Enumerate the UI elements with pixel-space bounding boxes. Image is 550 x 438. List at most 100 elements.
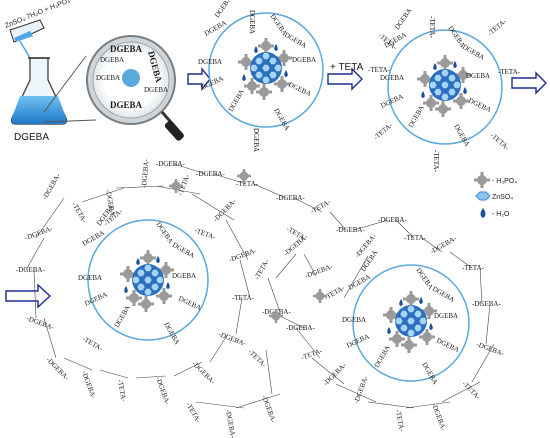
znso4-hexagon-icon <box>131 276 141 284</box>
magnifier-label-5: DGEBA <box>144 86 168 94</box>
network-right-dgeba-label: DGEBA <box>373 344 392 369</box>
h3po4-gear-icon <box>156 288 172 304</box>
stage3-dgeba-label: DGEBA <box>407 104 426 129</box>
stage2-dgeba-label: DGEBA <box>213 0 233 19</box>
h3po4-gear-icon <box>417 71 433 87</box>
znso4-hexagon-icon <box>261 64 271 72</box>
network-dgeba-label: -DGEBA- <box>276 194 305 202</box>
network-dgeba-label: -DGEBA- <box>322 361 348 387</box>
network-left-dgeba-label: DGEBA <box>113 304 132 329</box>
network-dgeba-label: -DGEBA- <box>41 172 63 201</box>
znso4-hexagon-icon <box>143 276 153 284</box>
arrow-2 <box>327 67 363 91</box>
network-teta-label: -TETA- <box>300 347 324 362</box>
znso4-hexagon-icon <box>440 69 450 77</box>
network-dgeba-label: -DGEBA- <box>196 170 225 178</box>
h3po4-gear-icon <box>238 54 254 70</box>
water-drop-icon <box>156 256 160 263</box>
legend-water-label: - H₂O <box>492 211 510 218</box>
stage2-dgeba-label: DGEBA <box>198 58 222 66</box>
stage3-teta-label: -TETA- <box>489 131 511 152</box>
stage2-dgeba-label: DGEBA <box>203 19 228 38</box>
stage2-cluster <box>238 38 292 100</box>
znso4-hexagon-icon <box>143 264 153 272</box>
network-dgeba-label: -DGEBA- <box>25 314 55 332</box>
znso4-hexagon-icon <box>254 57 264 65</box>
legend-znso4-label: ZnSO₄ <box>492 194 513 201</box>
h3po4-gear-icon <box>313 289 327 303</box>
znso4-hexagon-icon <box>261 52 271 60</box>
network-dgeba-label: -DGEBA- <box>224 409 237 438</box>
stage2-circle <box>208 12 324 128</box>
znso4-hexagon-icon <box>406 305 416 313</box>
stage3-dgeba-label: DGEBA <box>467 97 492 114</box>
stage3-dgeba-label: DGEBA <box>393 7 413 31</box>
network-teta-label: -TETA- <box>462 264 485 272</box>
h3po4-gear-icon <box>258 38 274 54</box>
network-circle-left <box>87 219 209 341</box>
network-cluster-left <box>120 250 174 312</box>
stage2-dgeba-label: DGEBA <box>248 10 256 34</box>
znso4-hexagon-icon <box>155 276 165 284</box>
flask-label: DGEBA <box>14 132 49 143</box>
flask <box>10 57 68 125</box>
stage3-circle <box>387 29 503 145</box>
network-dgeba-label: -DGEBA- <box>286 324 315 332</box>
network-dgeba-label: -DGEBA- <box>140 158 151 188</box>
water-drop-icon <box>419 297 423 304</box>
network-dgeba-label: -DGEBA- <box>429 234 458 256</box>
network-teta-label: -TETA- <box>70 201 88 225</box>
legend-h3po4-label: - H₃PO₄ <box>492 178 517 185</box>
network-left-dgeba-label: DGEBA <box>177 295 202 312</box>
network-left-dgeba-label: DGEBA <box>83 290 108 307</box>
znso4-hexagon-icon <box>136 283 146 291</box>
znso4-hexagon-icon <box>440 81 450 89</box>
stage3-dgeba-label: DGEBA <box>466 72 490 80</box>
network-dgeba-label: -DGEBA- <box>156 160 185 168</box>
water-drop-icon <box>433 63 437 70</box>
network-right-dgeba-label: DGEBA <box>347 273 372 292</box>
h3po4-gear-icon <box>256 84 272 100</box>
network-teta-label: -TETA- <box>236 180 259 188</box>
znso4-hexagon-icon <box>268 57 278 65</box>
znso4-hexagon-icon <box>406 317 416 325</box>
znso4-hexagon-icon <box>268 71 278 79</box>
network-dgeba-label: -DGEBA- <box>475 340 505 358</box>
water-drop-icon <box>166 282 170 289</box>
network-teta-label: -TETA- <box>309 197 333 215</box>
h3po4-gear-icon <box>274 76 290 92</box>
water-drop-icon <box>242 74 246 81</box>
network-teta-label: -TETA- <box>81 335 105 353</box>
h3po4-gear-icon <box>244 78 260 94</box>
arrow-1 <box>187 67 211 91</box>
h3po4-gear-icon <box>158 262 174 278</box>
znso4-hexagon-icon <box>150 269 160 277</box>
network-teta-label: -TETA- <box>247 348 269 370</box>
water-drop-icon <box>453 61 457 68</box>
arrow-3 <box>511 71 547 95</box>
znso4-hexagon-icon <box>406 329 416 337</box>
legend-h3po4-icon <box>474 172 490 188</box>
h3po4-gear-icon <box>140 250 156 266</box>
znso4-hexagon-icon <box>399 310 409 318</box>
water-drop-icon <box>136 258 140 265</box>
h3po4-gear-icon <box>455 67 471 83</box>
reagent-beaker <box>9 19 45 59</box>
znso4-hexagon-icon <box>254 71 264 79</box>
legend-water-icon <box>480 208 486 218</box>
h3po4-gear-icon <box>269 309 283 323</box>
network-teta-label: -TETA- <box>116 379 128 403</box>
water-drop-icon <box>429 323 433 330</box>
h3po4-gear-icon <box>421 303 437 319</box>
magnifier <box>43 35 184 141</box>
network-right-dgeba-label: DGEBA <box>414 267 434 291</box>
network-dgeba-label: -DGEBA- <box>304 262 334 280</box>
network-teta-label: -TETA- <box>232 294 255 302</box>
h3po4-gear-icon <box>437 55 453 71</box>
magnifier-label-6: DGEBA <box>110 100 143 110</box>
znso4-hexagon-icon <box>399 324 409 332</box>
network-left-dgeba-label: DGEBA <box>162 321 181 346</box>
stage2-dgeba-label: DGEBA <box>272 107 291 132</box>
h3po4-gear-icon <box>423 95 439 111</box>
